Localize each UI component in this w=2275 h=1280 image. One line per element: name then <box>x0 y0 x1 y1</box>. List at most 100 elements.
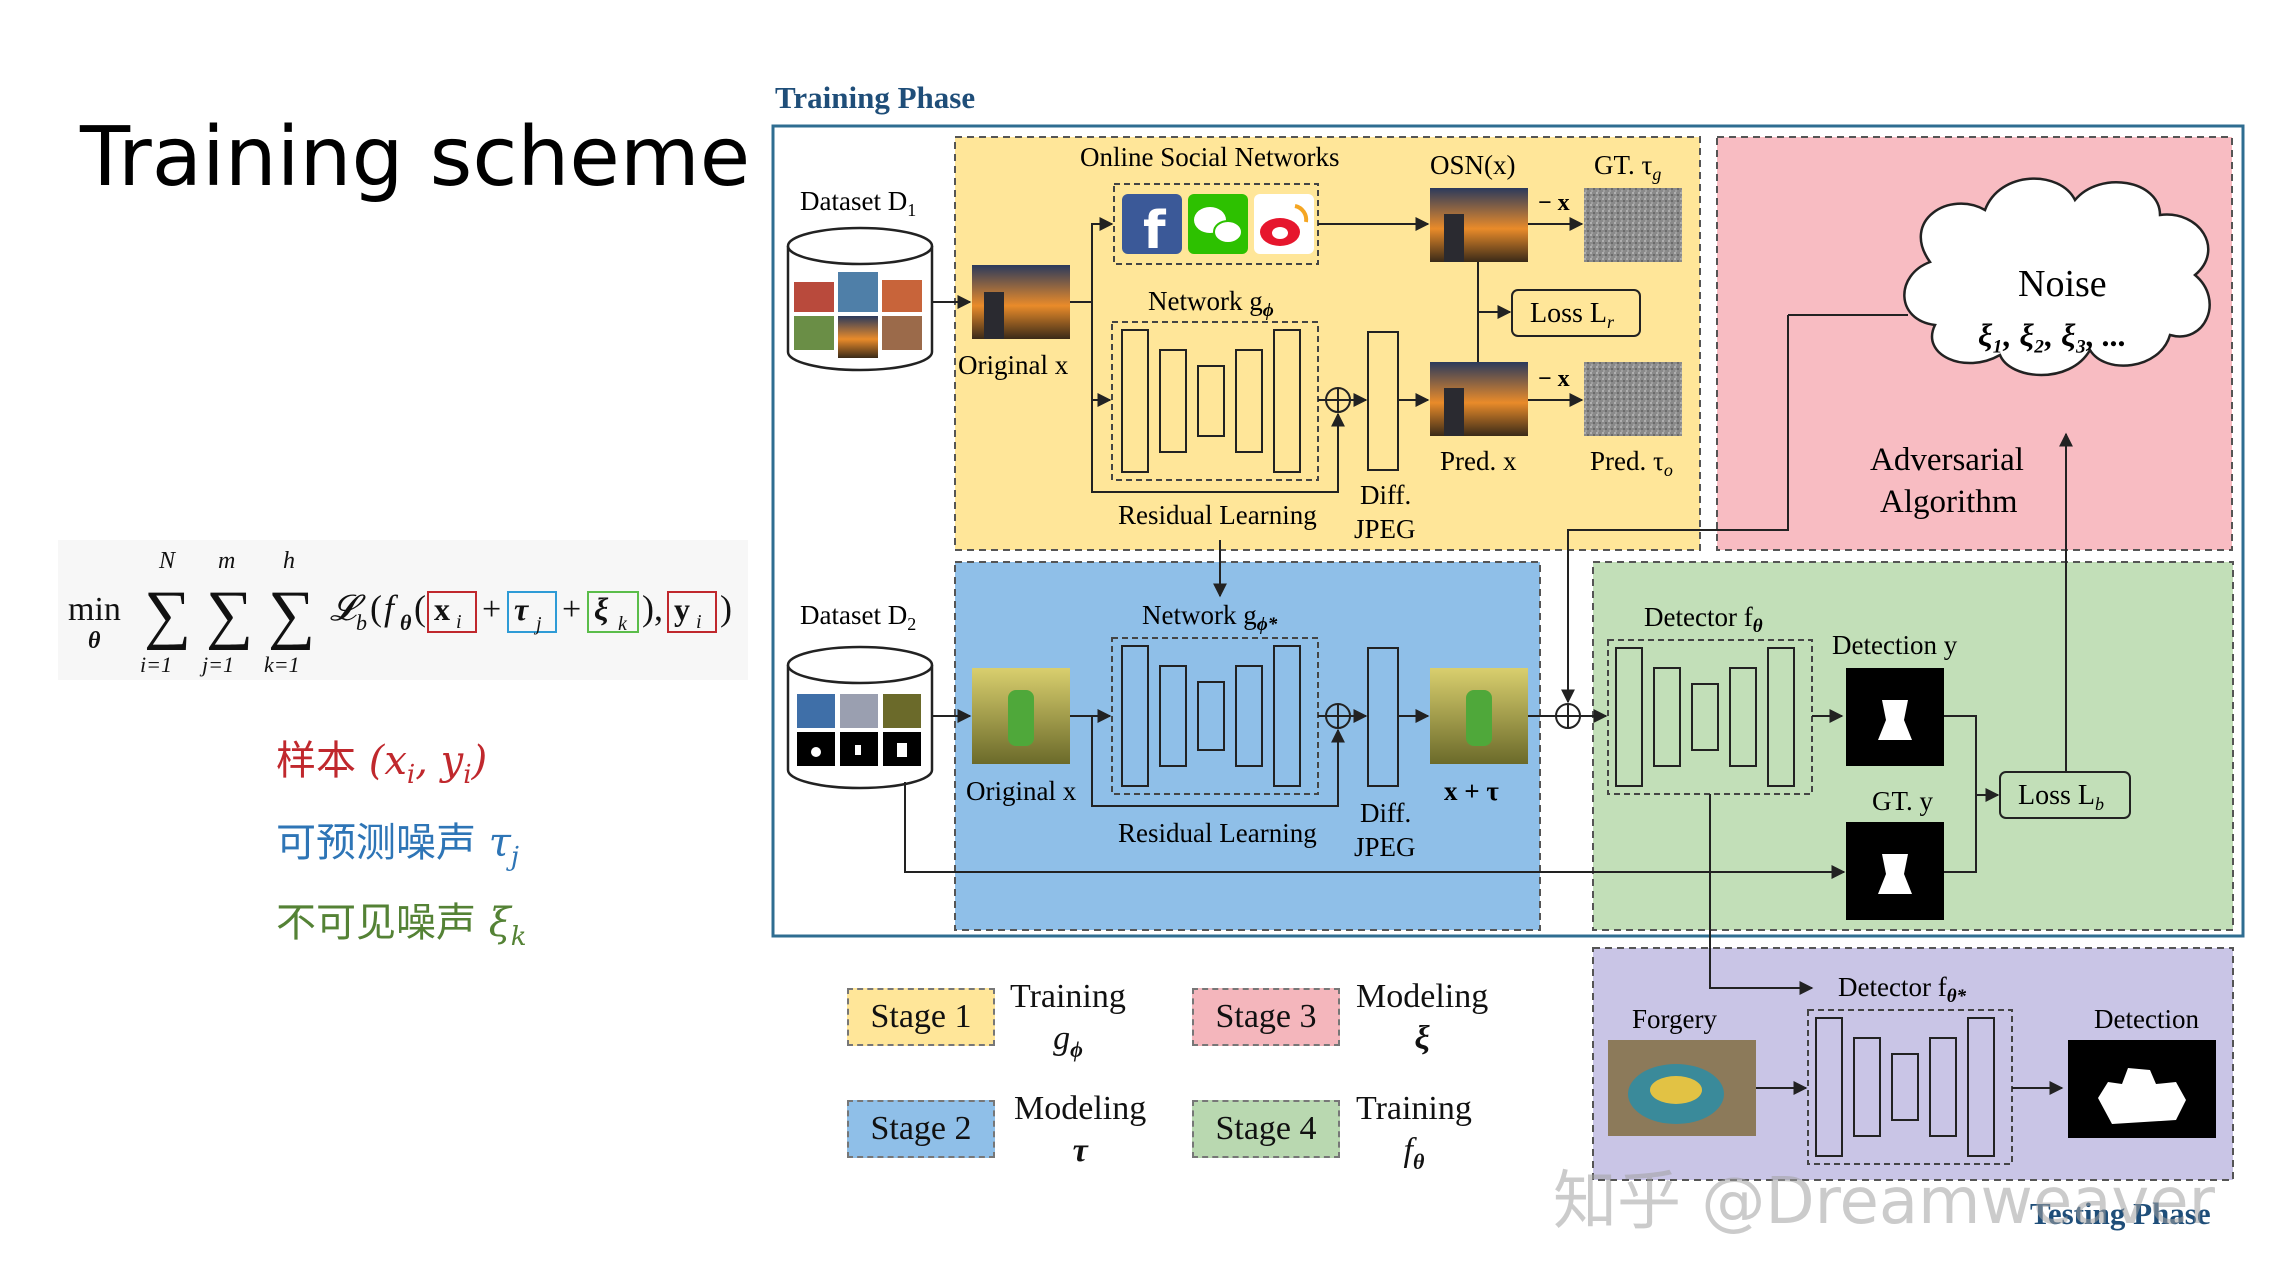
stage-4-desc-line1: Training <box>1356 1090 1472 1127</box>
detection-y-label: Detection y <box>1832 630 1958 660</box>
loss-lb-label: Loss Lb <box>2018 780 2104 814</box>
legend-sample: 样本 (xi, yi) <box>276 728 487 790</box>
formula-y-box <box>667 591 717 633</box>
dataset-d2-label: Dataset D2 <box>800 600 916 634</box>
formula-paren-close: ) <box>642 588 654 628</box>
loss-lr-label: Loss Lr <box>1530 298 1615 332</box>
noise-cloud <box>1903 177 2211 377</box>
diff-label-1: Diff. <box>1360 480 1411 510</box>
pred-x-label: Pred. x <box>1440 446 1517 476</box>
legend-invisible-label: 不可见噪声 <box>276 900 476 946</box>
original-x-label-1: Original x <box>958 350 1069 380</box>
legend-predictable-sub: j <box>510 842 519 872</box>
formula-y: y <box>674 591 690 627</box>
stage-2-key: Stage 2 <box>847 1100 995 1158</box>
stage-1-desc-line1: Training <box>1010 978 1126 1015</box>
stage-3-key: Stage 3 <box>1192 988 1340 1046</box>
stage-1-label: Stage 1 <box>870 998 972 1035</box>
formula-f-sub: θ <box>400 610 412 635</box>
formula-sum-1: ∑ <box>144 578 191 651</box>
legend-sample-label: 样本 <box>276 738 356 784</box>
formula-plus-1: + <box>482 591 501 628</box>
stage-2-desc-line1: Modeling <box>1014 1090 1147 1127</box>
osn-x-label: OSN(x) <box>1430 150 1516 180</box>
formula-tau-sub: j <box>533 613 542 635</box>
formula-sum-top-1: N <box>158 548 177 574</box>
gt-y-shape <box>1878 854 1912 894</box>
formula-y-sub: i <box>696 611 702 633</box>
formula-paren-open: ( <box>370 588 382 628</box>
formula-xi: ξ <box>594 591 609 627</box>
stage1-region <box>954 136 1701 551</box>
legend-invisible-sym: ξ <box>488 900 511 946</box>
stage-4-label: Stage 4 <box>1215 1110 1317 1147</box>
residual-learning-label-2: Residual Learning <box>1118 818 1317 848</box>
formula-loss-sub: b <box>356 610 367 635</box>
detection-label: Detection <box>2094 1004 2199 1034</box>
formula-tau: τ <box>514 591 530 627</box>
formula-sum-bottom-2: j=1 <box>199 652 234 677</box>
original-image-1-tower <box>984 292 1004 339</box>
stage-4-desc: Training fθ <box>1356 1088 1472 1183</box>
detector-f-star-layers <box>1815 1017 1995 1157</box>
legend-predictable-label: 可预测噪声 <box>276 820 476 866</box>
adversarial-label-1: Adversarial <box>1870 442 2024 478</box>
residual-learning-label-1: Residual Learning <box>1118 500 1317 530</box>
detection-shape <box>2098 1068 2186 1124</box>
jpeg-label-2: JPEG <box>1354 832 1416 862</box>
formula-min: min <box>68 591 121 628</box>
legend-predictable-sym: τ <box>488 820 511 866</box>
legend-sample-close: ) <box>471 738 488 784</box>
slide-title: Training scheme <box>80 110 751 205</box>
legend-invisible: 不可见噪声 ξk <box>276 890 527 952</box>
formula-xi-box <box>587 591 639 633</box>
formula-theta: θ <box>88 628 101 654</box>
diff-label-2: Diff. <box>1360 798 1411 828</box>
stage-3-desc: Modeling ξ <box>1356 976 1488 1060</box>
formula-paren-open-2: ( <box>414 588 426 628</box>
objective-formula: min θ ∑ N i=1 ∑ m j=1 ∑ h k=1 𝓛 b ( f θ … <box>58 540 748 680</box>
formula-xi-sub: k <box>618 613 628 635</box>
loss-lr-box <box>1511 289 1641 337</box>
formula-sum-top-3: h <box>283 548 295 574</box>
facebook-icon: f <box>1122 194 1182 261</box>
x-plus-tau-label: x + τ <box>1444 776 1499 806</box>
stage-4-desc-line2: fθ <box>1403 1132 1425 1174</box>
stage-1-key: Stage 1 <box>847 988 995 1046</box>
adversarial-label-2: Algorithm <box>1880 484 2018 520</box>
formula-sum-2: ∑ <box>206 578 253 651</box>
formula-paren-close-2: ) <box>720 588 732 628</box>
testing-phase-label: Testing Phase <box>2030 1196 2211 1231</box>
detector-f-layers <box>1615 647 1795 787</box>
training-phase-frame <box>771 124 2245 938</box>
dataset-d1-label: Dataset D1 <box>800 186 916 220</box>
pred-noise-image <box>1584 362 1682 436</box>
stage-3-desc-line2: ξ <box>1414 1020 1430 1057</box>
formula-comma: , <box>654 588 663 628</box>
jpeg-label-1: JPEG <box>1354 514 1416 544</box>
legend-invisible-sub: k <box>510 922 527 952</box>
detection-y-shape <box>1878 700 1912 740</box>
dataset-d2-cylinder <box>786 645 934 790</box>
dataset-d1-cylinder <box>786 226 934 372</box>
legend-predictable: 可预测噪声 τj <box>276 810 519 872</box>
network-g-phi2-layers <box>1121 645 1301 787</box>
gt-y-label: GT. y <box>1872 786 1933 816</box>
formula-sum-bottom-1: i=1 <box>140 652 172 677</box>
formula-tau-box <box>507 591 557 633</box>
formula-sum-top-2: m <box>218 548 235 574</box>
training-phase-label: Training Phase <box>775 80 975 115</box>
stage-2-desc-line2: τ <box>1072 1132 1088 1169</box>
gt-tau-g-label: GT. τg <box>1594 150 1661 184</box>
network-g-phi-layers <box>1121 329 1301 473</box>
detector-f-label: Detector fθ <box>1644 602 1763 637</box>
stage-1-desc-line2: gϕ <box>1053 1020 1083 1062</box>
formula-x-box <box>427 591 477 633</box>
formula-x-sub: i <box>456 611 462 633</box>
noise-seq-label: ξ₁, ξ₂, ξ₃, ... <box>1978 317 2127 353</box>
formula-sum-3: ∑ <box>268 578 315 651</box>
stage-2-label: Stage 2 <box>870 1110 972 1147</box>
wechat-icon <box>1188 194 1248 254</box>
stage-4-key: Stage 4 <box>1192 1100 1340 1158</box>
formula-x: x <box>434 591 450 627</box>
